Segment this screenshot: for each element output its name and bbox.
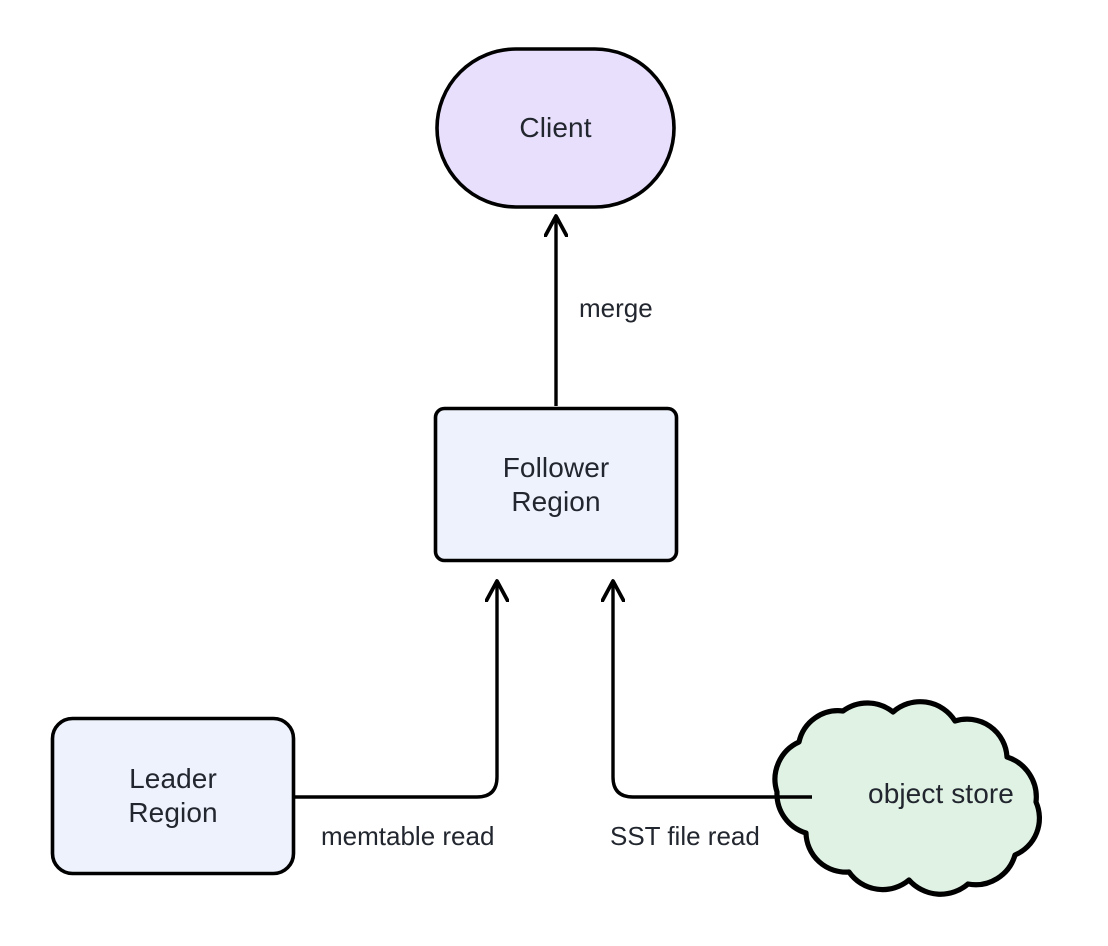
edge-label-memtable-read: memtable read bbox=[318, 821, 498, 851]
node-object-store[interactable] bbox=[772, 699, 1042, 897]
node-client-shape bbox=[435, 47, 676, 209]
node-follower-region-shape bbox=[433, 406, 679, 563]
edge-leader-follower[interactable] bbox=[295, 583, 497, 799]
node-leader-region[interactable] bbox=[50, 716, 296, 876]
edge-leader-follower-path bbox=[295, 583, 497, 799]
edge-label-merge: merge bbox=[576, 293, 656, 323]
edge-objectstore-follower-path bbox=[613, 583, 812, 799]
edge-objectstore-follower[interactable] bbox=[613, 583, 812, 799]
edge-label-sst-file-read: SST file read bbox=[607, 821, 763, 851]
node-follower-region[interactable] bbox=[433, 406, 679, 563]
node-object-store-shape bbox=[772, 699, 1042, 897]
node-client[interactable] bbox=[435, 47, 676, 209]
node-leader-region-shape bbox=[50, 716, 296, 876]
